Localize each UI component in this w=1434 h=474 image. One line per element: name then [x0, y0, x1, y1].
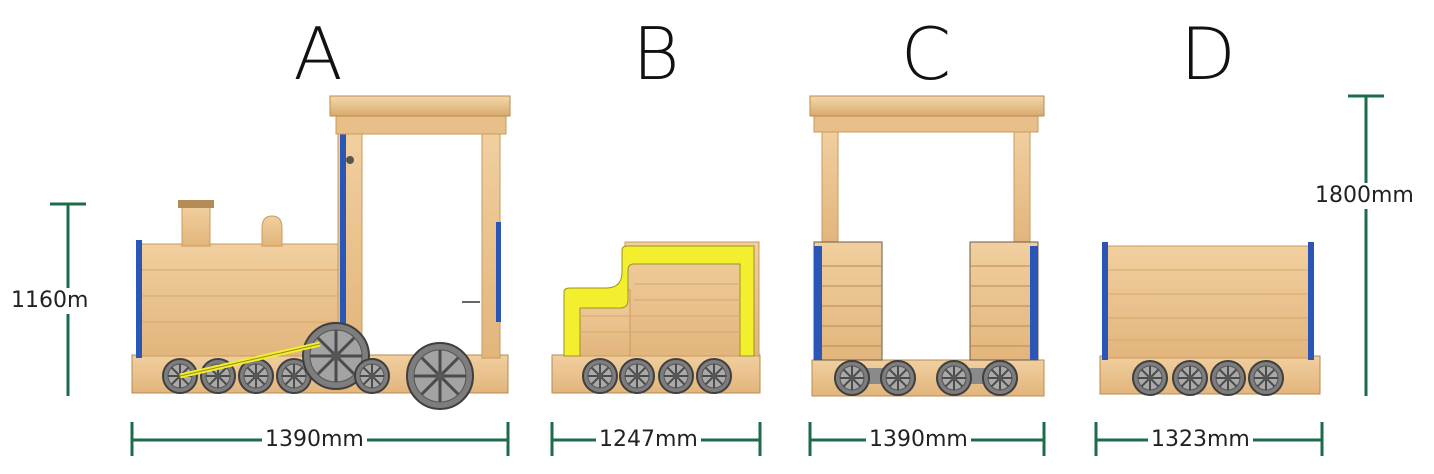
height-dimension-right: [1348, 94, 1384, 396]
view-label-a: A: [293, 12, 343, 96]
height-label-right: 1800mm: [1312, 183, 1417, 209]
view-b-drawing: [551, 241, 761, 394]
view-label-c: C: [900, 12, 952, 96]
width-label-d: 1323mm: [1148, 427, 1253, 453]
view-c-drawing: [809, 95, 1045, 397]
view-label-d: D: [1180, 12, 1236, 96]
width-label-a: 1390mm: [262, 427, 367, 453]
width-label-c: 1390mm: [866, 427, 971, 453]
view-d-drawing: [1099, 242, 1321, 396]
view-label-b: B: [632, 12, 680, 96]
view-a-drawing: [131, 95, 511, 411]
height-label-left: 1160m: [8, 288, 92, 314]
width-label-b: 1247mm: [596, 427, 701, 453]
